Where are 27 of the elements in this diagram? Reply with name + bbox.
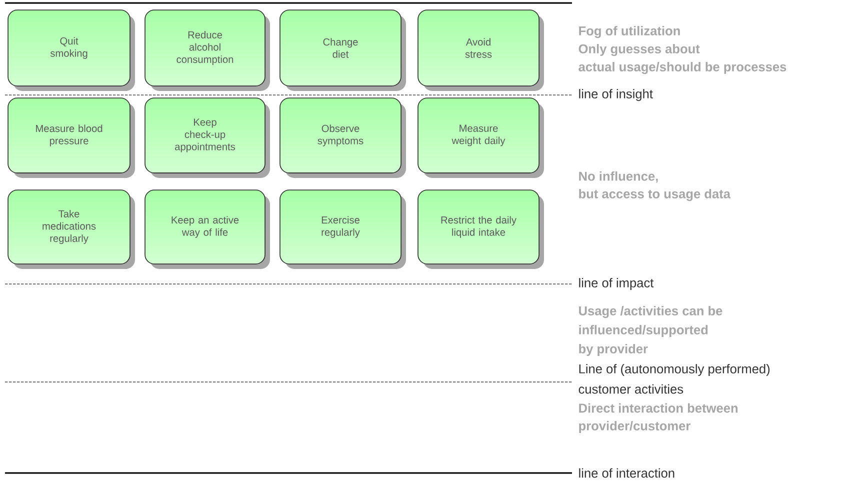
action-box: Avoid stress	[418, 10, 544, 91]
action-box: Observe symptoms	[280, 98, 406, 178]
action-box: Change diet	[280, 10, 406, 91]
note-text: No influence,	[579, 171, 658, 183]
note-text: actual usage/should be processes	[578, 62, 786, 74]
note-text: but access to usage data	[579, 189, 731, 201]
line-label: line of insight	[579, 89, 653, 101]
action-box: Take medications regularly	[8, 190, 135, 269]
action-box: Exercise regularly	[280, 190, 406, 269]
line-label: line of interaction	[579, 468, 674, 478]
action-box: Quit smoking	[8, 10, 135, 91]
note-text: by provider	[579, 344, 648, 356]
action-box: Keep an active way of life	[144, 190, 270, 269]
action-box: Restrict the daily liquid intake	[418, 190, 544, 269]
line-label: Line of (autonomously performed)	[579, 364, 770, 376]
action-box: Reduce alcohol consumption	[144, 10, 270, 91]
note-text: Fog of utilization	[579, 26, 680, 38]
note-text: Direct interaction between	[579, 403, 738, 413]
note-text: Usage /activities can be	[579, 306, 722, 318]
line-label: customer activities	[578, 384, 684, 394]
line-label: line of impact	[579, 278, 654, 290]
action-box: Measure blood pressure	[8, 98, 135, 178]
action-box: Keep check-up appointments	[144, 98, 270, 178]
action-box: Measure weight daily	[418, 98, 544, 178]
note-text: provider/customer	[579, 421, 690, 433]
note-text: influenced/supported	[579, 325, 708, 337]
note-text: Only guesses about	[578, 44, 700, 56]
